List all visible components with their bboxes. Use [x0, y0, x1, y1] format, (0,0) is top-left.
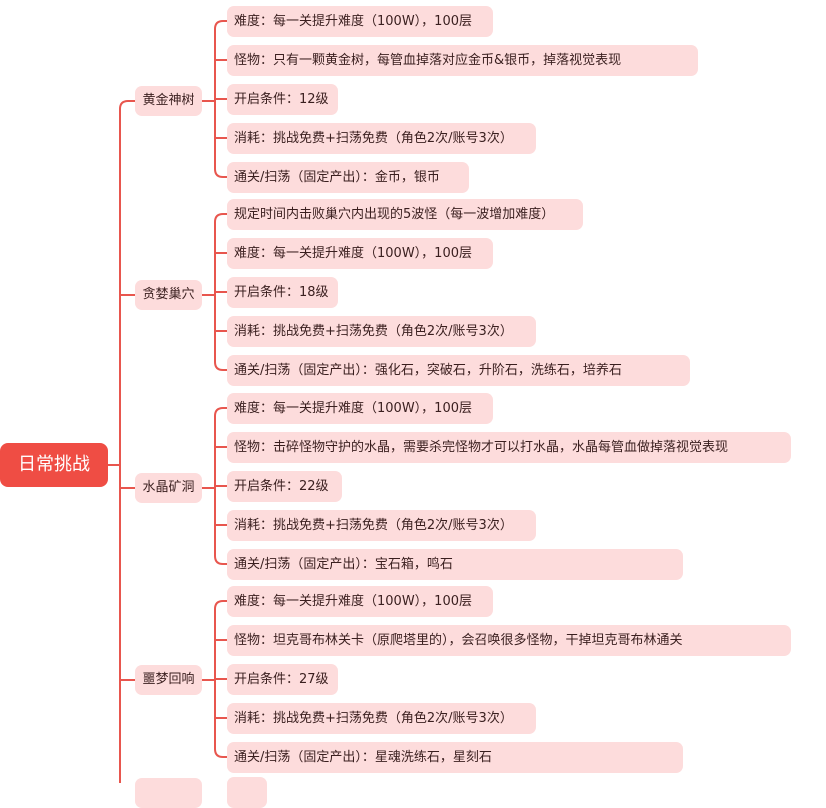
leaf-node-cutoff[interactable] — [227, 777, 267, 808]
leaf-node[interactable]: 通关/扫荡（固定产出）：金币，银币 — [227, 162, 469, 193]
leaf-node[interactable]: 怪物：坦克哥布林关卡（原爬塔里的），会召唤很多怪物，干掉坦克哥布林通关 — [227, 625, 791, 656]
root-node[interactable]: 日常挑战 — [0, 443, 108, 487]
leaf-connector — [214, 20, 227, 30]
leaf-connector — [214, 748, 227, 758]
leaf-node[interactable]: 规定时间内击败巢穴内出现的5波怪（每一波增加难度） — [227, 199, 583, 230]
branch-connector — [119, 100, 135, 110]
connector-lines — [108, 20, 227, 783]
leaf-node[interactable]: 通关/扫荡（固定产出）：宝石箱，鸣石 — [227, 549, 683, 580]
leaf-node[interactable]: 消耗：挑战免费+扫荡免费（角色2次/账号3次） — [227, 703, 536, 734]
leaf-node[interactable]: 难度：每一关提升难度（100W），100层 — [227, 586, 493, 617]
leaf-node[interactable]: 消耗：挑战免费+扫荡免费（角色2次/账号3次） — [227, 510, 536, 541]
leaf-node[interactable]: 怪物：击碎怪物守护的水晶，需要杀完怪物才可以打水晶，水晶每管血做掉落视觉表现 — [227, 432, 791, 463]
leaf-node[interactable]: 通关/扫荡（固定产出）：星魂洗练石，星刻石 — [227, 742, 683, 773]
leaf-node[interactable]: 难度：每一关提升难度（100W），100层 — [227, 6, 493, 37]
branch-node-huangjin[interactable]: 黄金神树 — [135, 86, 202, 116]
leaf-node[interactable]: 开启条件：18级 — [227, 277, 338, 308]
leaf-node[interactable]: 开启条件：12级 — [227, 84, 338, 115]
leaf-node[interactable]: 怪物：只有一颗黄金树，每管血掉落对应金币&银币，掉落视觉表现 — [227, 45, 698, 76]
leaf-node[interactable]: 难度：每一关提升难度（100W），100层 — [227, 393, 493, 424]
leaf-connector — [214, 213, 227, 223]
leaf-node[interactable]: 开启条件：27级 — [227, 664, 338, 695]
leaf-node[interactable]: 消耗：挑战免费+扫荡免费（角色2次/账号3次） — [227, 123, 536, 154]
leaf-connector — [214, 555, 227, 565]
leaf-connector — [214, 600, 227, 610]
leaf-connector — [214, 361, 227, 371]
leaf-node[interactable]: 消耗：挑战免费+扫荡免费（角色2次/账号3次） — [227, 316, 536, 347]
branch-node-shuijing[interactable]: 水晶矿洞 — [135, 473, 202, 503]
leaf-node[interactable]: 难度：每一关提升难度（100W），100层 — [227, 238, 493, 269]
leaf-node[interactable]: 开启条件：22级 — [227, 471, 342, 502]
leaf-connector — [214, 168, 227, 178]
branch-node-emeng[interactable]: 噩梦回响 — [135, 665, 202, 695]
leaf-connector — [214, 407, 227, 417]
branch-node-tanlan[interactable]: 贪婪巢穴 — [135, 280, 202, 310]
leaf-node[interactable]: 通关/扫荡（固定产出）：强化石，突破石，升阶石，洗练石，培养石 — [227, 355, 690, 386]
